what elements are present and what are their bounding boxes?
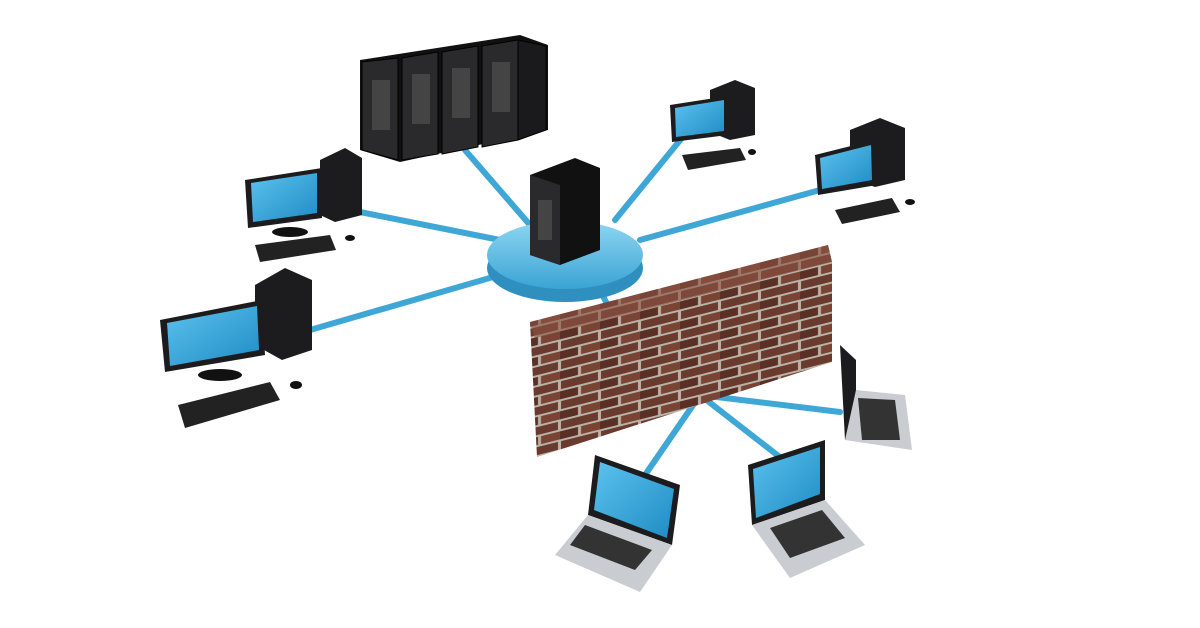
cable-rack [462,147,533,228]
laptop-2 [748,440,865,578]
workstation-2 [160,268,312,428]
cable-laptop-2 [697,392,793,468]
workstation-4 [815,118,915,224]
cable-laptop-3 [697,392,843,415]
server-tower-icon [530,158,600,265]
workstation-1 [245,148,362,262]
server-rack-icon [360,35,548,162]
laptop-3 [840,345,912,450]
cable-workstation-4 [637,187,823,243]
cable-workstation-1 [357,209,503,243]
brick-firewall-icon [530,245,832,457]
workstation-3 [670,80,756,170]
cable-laptop-1 [642,392,703,478]
cable-workstation-2 [307,272,503,333]
laptop-1 [555,455,680,592]
cable-workstation-3 [612,125,693,223]
